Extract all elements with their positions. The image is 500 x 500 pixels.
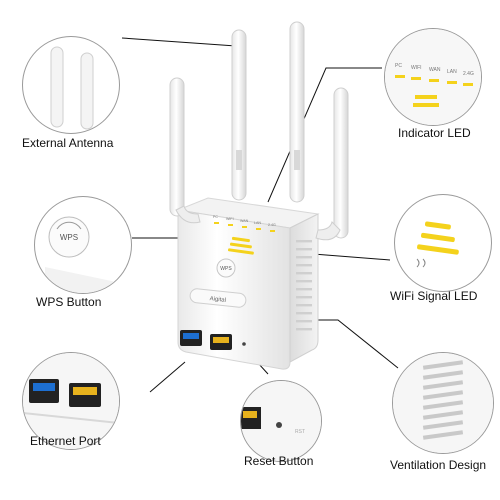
led-label-24g: 2.4G <box>268 223 276 227</box>
led-label-lan: LAN <box>254 221 261 225</box>
indicator-led-row: PC WIFI WAN LAN 2.4G <box>213 215 276 232</box>
callout-line-ethernet <box>149 361 186 393</box>
device-ethernet-ports <box>180 330 246 350</box>
led-wifi <box>228 224 233 226</box>
antenna-front-left <box>169 77 201 224</box>
svg-text:RST: RST <box>295 429 305 435</box>
antenna-pair-icon <box>22 36 120 134</box>
antenna-front-right <box>315 87 349 241</box>
wifi-signal-bars-icon <box>394 194 492 292</box>
led-wan <box>242 226 247 228</box>
feature-label-ventilation-design: Ventilation Design <box>390 458 487 472</box>
brand-label: Aigital <box>209 296 226 304</box>
antenna-back-left <box>231 29 247 201</box>
antenna-back-right <box>289 21 305 203</box>
led-label-pc: PC <box>213 215 218 219</box>
wps-button-icon: WPS <box>34 196 132 294</box>
indicator-led-panel-icon: PC WIFI WAN LAN 2.4G <box>384 28 482 126</box>
feature-label-indicator-led: Indicator LED <box>398 126 471 140</box>
device-body <box>176 197 320 370</box>
svg-text:WPS: WPS <box>60 233 78 242</box>
feature-label-reset-button: Reset Button <box>244 454 314 468</box>
vent-grille-icon <box>392 352 494 454</box>
device-wps-button: WPS <box>216 258 236 278</box>
device-reset-pinhole <box>242 342 246 346</box>
led-label-wan: WAN <box>240 219 249 223</box>
feature-label-external-antenna: External Antenna <box>22 136 114 150</box>
led-label-wifi: WIFI <box>226 217 234 221</box>
callout-line-indicator <box>267 67 382 203</box>
reset-pinhole-icon: RST <box>240 380 322 462</box>
callout-lines <box>121 37 399 393</box>
vent-slots <box>296 240 312 331</box>
feature-label-wps-button: WPS Button <box>36 295 102 309</box>
svg-text:WIFI: WIFI <box>411 65 422 71</box>
svg-text:LAN: LAN <box>447 69 457 75</box>
device-wps-text: WPS <box>220 266 232 272</box>
device-wifi-signal-bars <box>227 236 254 255</box>
feature-label-wifi-signal-led: WiFi Signal LED <box>390 289 478 303</box>
brand-badge: Aigital <box>189 288 247 308</box>
feature-label-ethernet-port: Ethernet Port <box>30 434 101 448</box>
svg-text:2.4G: 2.4G <box>463 71 474 77</box>
callout-line-antenna <box>121 37 237 47</box>
led-lan <box>256 228 261 230</box>
led-24g <box>270 230 275 232</box>
led-pc <box>214 222 219 224</box>
svg-text:PC: PC <box>395 63 402 69</box>
ethernet-ports-icon <box>22 352 120 450</box>
svg-text:WAN: WAN <box>429 67 441 73</box>
